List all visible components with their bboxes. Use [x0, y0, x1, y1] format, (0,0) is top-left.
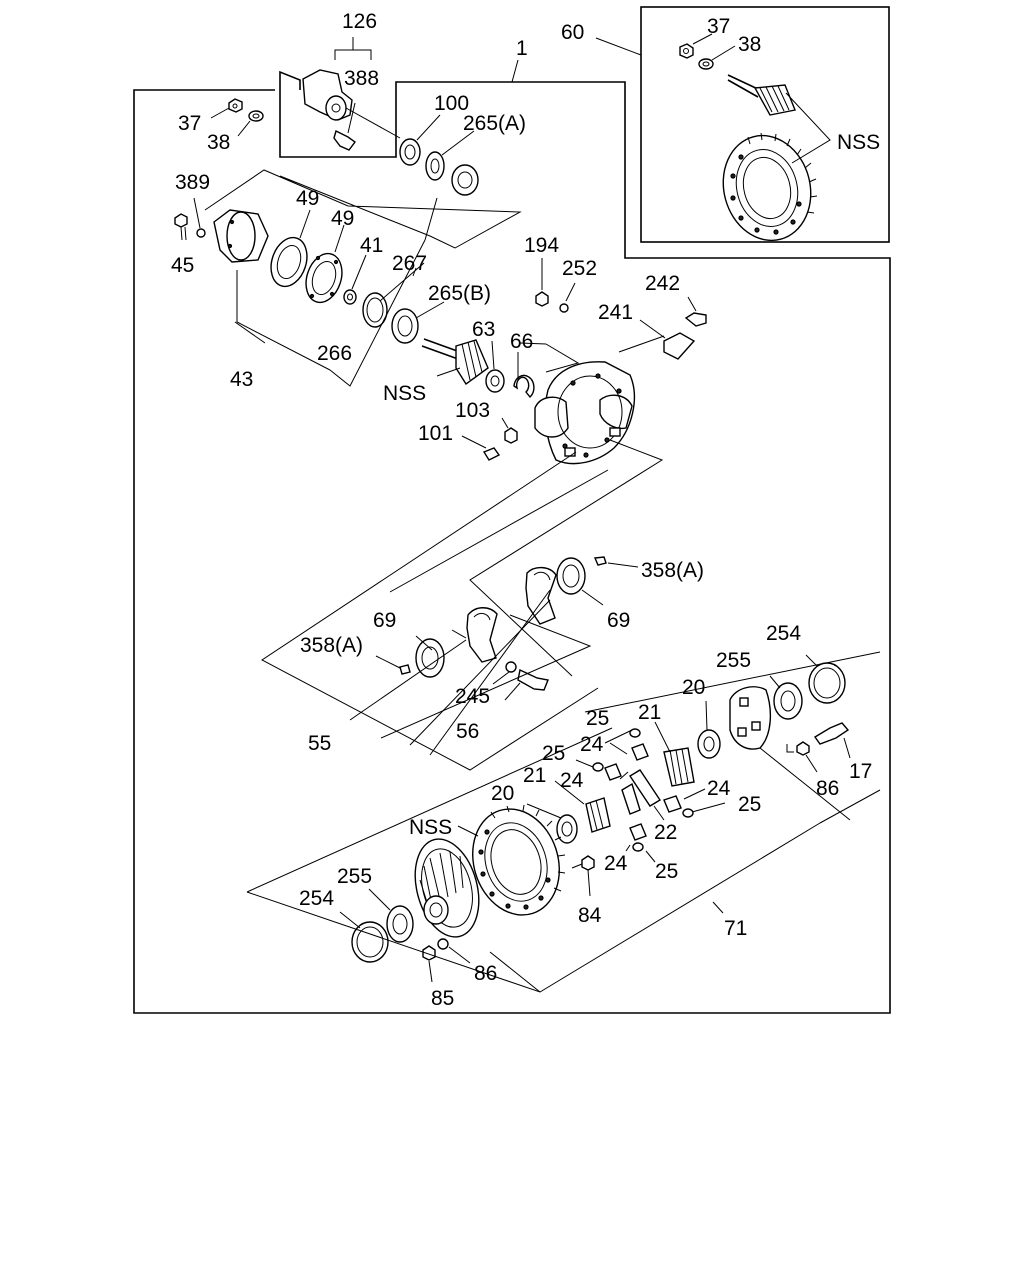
callout-69-lower: 69: [373, 609, 396, 632]
callout-49-b: 49: [331, 207, 354, 230]
main-frame: [133, 70, 891, 1014]
callout-37-inset: 37: [707, 15, 730, 38]
callout-103: 103: [455, 399, 490, 422]
carrier-case-group: [261, 258, 707, 771]
callout-41: 41: [360, 234, 383, 257]
callout-358A-lower: 358(A): [300, 634, 363, 657]
callout-265B: 265(B): [428, 282, 491, 305]
callout-86-right: 86: [816, 777, 839, 800]
callout-24-right: 24: [707, 777, 731, 800]
callout-55: 55: [308, 732, 331, 755]
callout-71: 71: [724, 917, 747, 940]
callout-245: 245: [455, 685, 490, 708]
callout-22: 22: [654, 821, 677, 844]
flange-yoke-group: [204, 37, 522, 249]
callout-17: 17: [849, 760, 872, 783]
callout-nss-inset: NSS: [837, 131, 880, 154]
callout-21-right: 21: [638, 701, 661, 724]
callout-194: 194: [524, 234, 559, 257]
callout-241: 241: [598, 301, 633, 324]
callout-101: 101: [418, 422, 453, 445]
callout-25-top: 25: [586, 707, 609, 730]
callout-20-left: 20: [491, 782, 514, 805]
callout-20-right: 20: [682, 676, 705, 699]
callout-389: 389: [175, 171, 210, 194]
callout-56: 56: [456, 720, 479, 743]
callout-38: 38: [207, 131, 230, 154]
callout-25-right: 25: [738, 793, 761, 816]
callout-254-left: 254: [299, 887, 334, 910]
callout-84: 84: [578, 904, 602, 927]
callout-358A-upper: 358(A): [641, 559, 704, 582]
callout-labels: 1 126 388 37 38 100 265(A) 389 49 49 45 …: [171, 10, 880, 1010]
callout-265A: 265(A): [463, 112, 526, 135]
callout-nss-ring-gear: NSS: [409, 816, 452, 839]
callout-242: 242: [645, 272, 680, 295]
callout-85: 85: [431, 987, 454, 1010]
callout-24-top: 24: [580, 733, 604, 756]
differential-group: [246, 651, 881, 993]
callout-86-left: 86: [474, 962, 497, 985]
callout-43: 43: [230, 368, 253, 391]
callout-252: 252: [562, 257, 597, 280]
callout-255-right: 255: [716, 649, 751, 672]
callout-255-left: 255: [337, 865, 372, 888]
callout-21-left: 21: [523, 764, 546, 787]
callout-nss-pinion: NSS: [383, 382, 426, 405]
callout-38-inset: 38: [738, 33, 761, 56]
callout-266: 266: [317, 342, 352, 365]
callout-267: 267: [392, 252, 427, 275]
callout-24-left: 24: [560, 769, 584, 792]
bearing-retainer-group: [174, 197, 438, 387]
callout-1: 1: [516, 37, 528, 60]
callout-37: 37: [178, 112, 201, 135]
callout-388: 388: [344, 67, 379, 90]
callout-66: 66: [510, 330, 533, 353]
inset-pinion-ring-gear: [595, 33, 831, 242]
inset-frame: [640, 6, 890, 243]
callout-254-right: 254: [766, 622, 801, 645]
callout-126: 126: [342, 10, 377, 33]
bearing-cap-group: [349, 556, 639, 756]
drive-pinion-group: [391, 301, 535, 399]
callout-24-bottom: 24: [604, 852, 628, 875]
callout-49-a: 49: [296, 187, 319, 210]
callout-45: 45: [171, 254, 194, 277]
callout-60: 60: [561, 21, 584, 44]
callout-25-bottom: 25: [655, 860, 678, 883]
callout-63: 63: [472, 318, 495, 341]
callout-69-upper: 69: [607, 609, 630, 632]
callout-25-left: 25: [542, 742, 565, 765]
callout-100: 100: [434, 92, 469, 115]
